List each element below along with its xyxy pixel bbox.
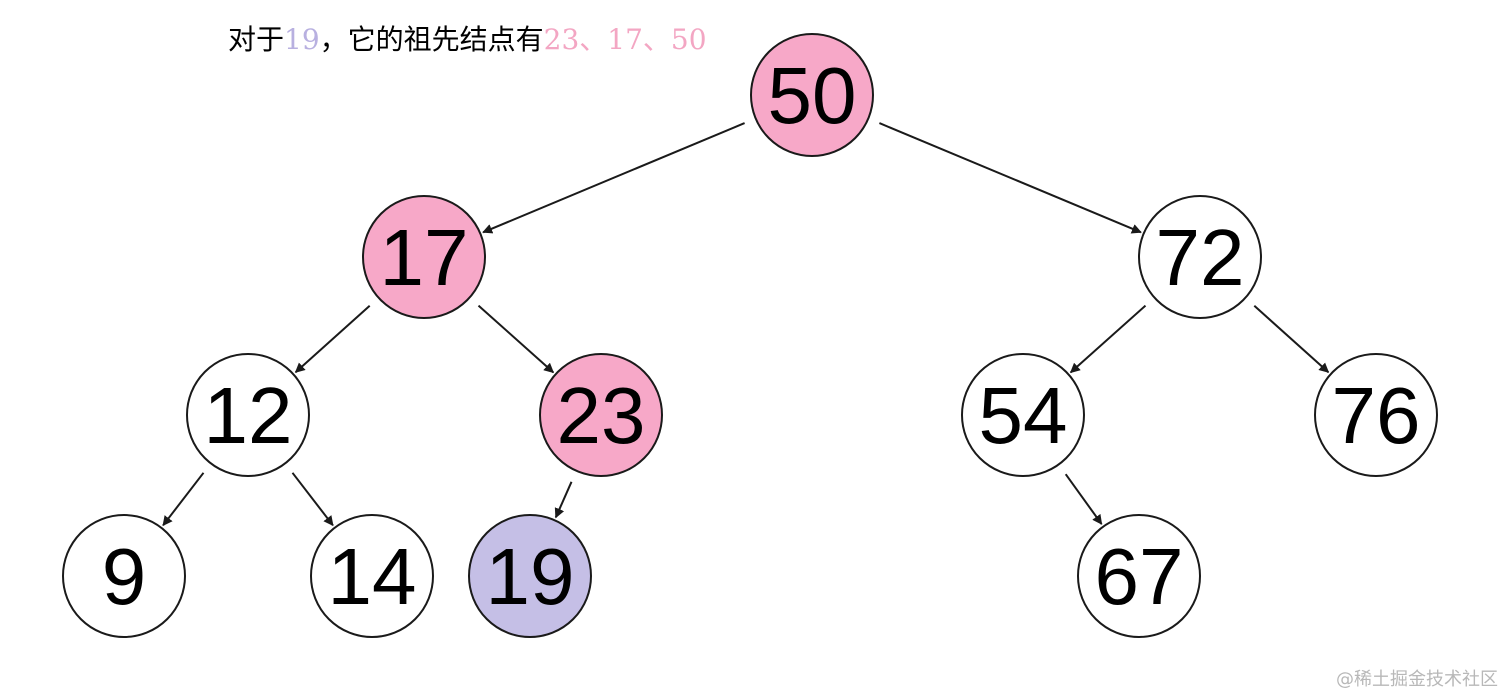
nodes-layer: 50 17 72 12 23 54 76 9 14 19 67 — [62, 33, 1438, 638]
node-label-14: 14 — [328, 532, 417, 621]
node-label-17: 17 — [380, 213, 469, 302]
tree-node-67: 67 — [1077, 514, 1201, 638]
node-circle-9 — [62, 514, 186, 638]
tree-node-14: 14 — [310, 514, 434, 638]
edge-72-to-54 — [1069, 304, 1147, 374]
tree-node-72: 72 — [1138, 195, 1262, 319]
node-label-72: 72 — [1156, 213, 1245, 302]
tree-node-54: 54 — [961, 353, 1085, 477]
node-circle-17 — [362, 195, 486, 319]
node-circle-54 — [961, 353, 1085, 477]
node-label-54: 54 — [979, 371, 1068, 460]
node-label-23: 23 — [557, 371, 646, 460]
watermark: @稀土掘金技术社区 — [1336, 669, 1498, 690]
tree-node-9: 9 — [62, 514, 186, 638]
edge-23-to-19 — [554, 481, 573, 519]
tree-node-76: 76 — [1314, 353, 1438, 477]
caption-middle: ，它的祖先结点有 — [319, 23, 544, 56]
edge-12-to-9 — [162, 472, 205, 527]
node-label-19: 19 — [486, 532, 575, 621]
tree-node-50: 50 — [750, 33, 874, 157]
tree-node-12: 12 — [186, 353, 310, 477]
node-label-50: 50 — [768, 51, 857, 140]
node-circle-76 — [1314, 353, 1438, 477]
edge-12-to-14 — [291, 472, 334, 527]
edge-17-to-23 — [477, 304, 555, 374]
tree-node-19: 19 — [468, 514, 592, 638]
node-circle-19 — [468, 514, 592, 638]
node-circle-23 — [539, 353, 663, 477]
node-label-12: 12 — [204, 371, 293, 460]
edge-50-to-17 — [482, 122, 745, 234]
edge-72-to-76 — [1253, 305, 1330, 373]
node-circle-50 — [750, 33, 874, 157]
caption-prefix: 对于 — [228, 23, 285, 56]
node-circle-72 — [1138, 195, 1262, 319]
node-circle-12 — [186, 353, 310, 477]
node-label-9: 9 — [102, 532, 147, 621]
node-circle-14 — [310, 514, 434, 638]
ancestor-caption: 对于19，它的祖先结点有23、17、50 — [228, 20, 707, 60]
node-label-67: 67 — [1095, 532, 1184, 621]
node-label-76: 76 — [1332, 371, 1421, 460]
edge-54-to-67 — [1064, 473, 1103, 525]
caption-target-value: 19 — [284, 23, 320, 56]
edge-50-to-72 — [879, 122, 1142, 234]
edges-layer — [162, 122, 1330, 527]
caption-ancestor-list: 23、17、50 — [543, 23, 707, 56]
edge-17-to-12 — [294, 305, 371, 373]
tree-node-23: 23 — [539, 353, 663, 477]
tree-node-17: 17 — [362, 195, 486, 319]
node-circle-67 — [1077, 514, 1201, 638]
